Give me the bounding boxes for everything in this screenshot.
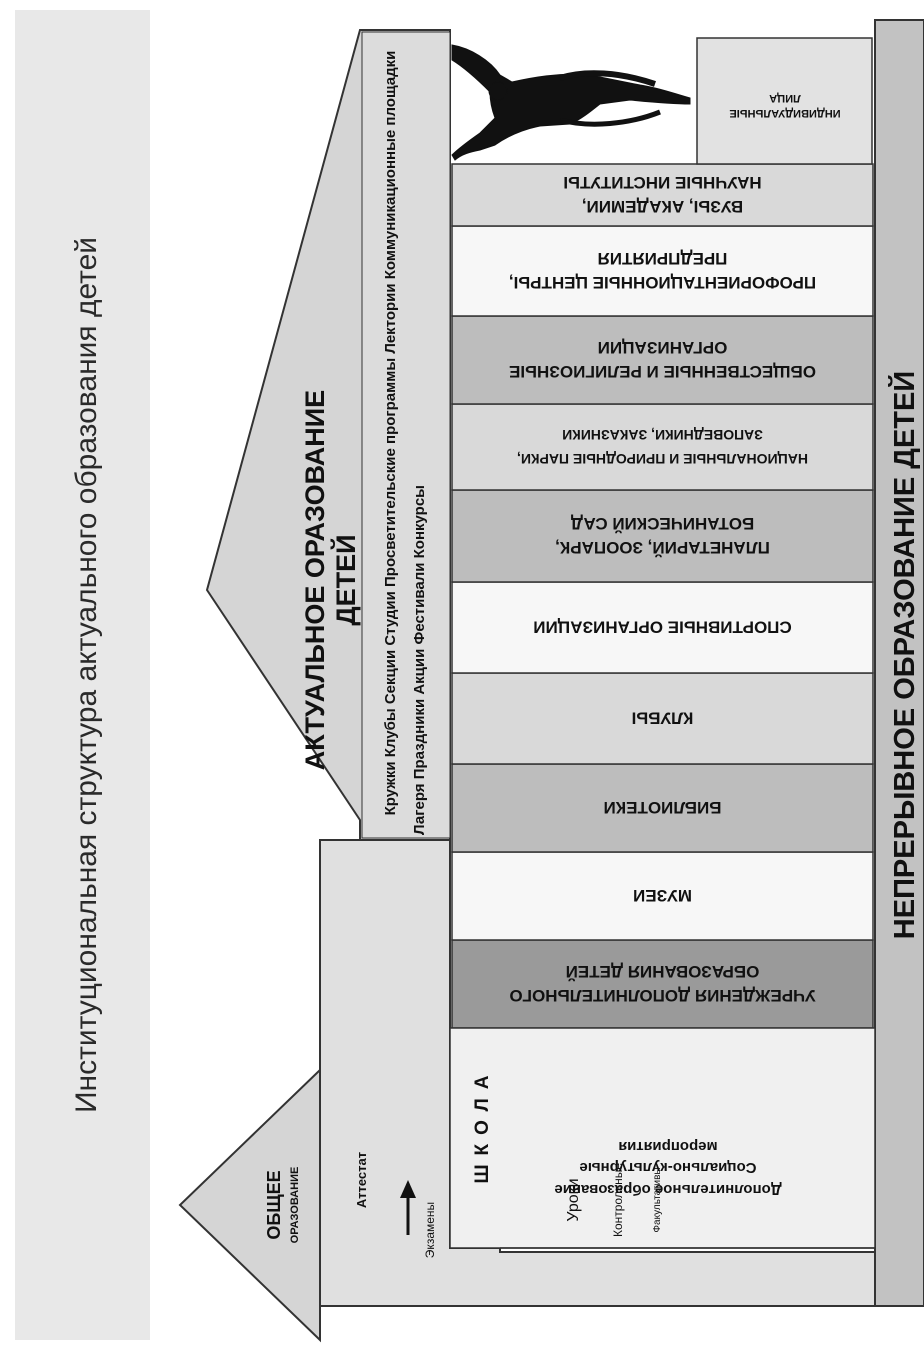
continuous-education-label: НЕПРЕРЫВНОЕ ОБРАЗОВАНИЕ ДЕТЕЙ: [887, 371, 921, 939]
institutions-group: УЧРЕЖДЕНИЯ ДОПОЛНИТЕЛЬНОГО ОБРАЗОВАНИЯ ДЕ…: [451, 163, 874, 1029]
forms-line2: Лагеря Праздники Акции Фестивали Конкурс…: [411, 485, 428, 835]
actual-education-label-line2: ДЕТЕЙ: [330, 534, 361, 625]
forms-line1: Кружки Клубы Секции Студии Просветительс…: [382, 51, 399, 816]
attestat-label: Аттестат: [354, 1152, 369, 1208]
extra-education-line2: Социально-культурные: [579, 1159, 756, 1176]
institution-label: ПРЕДПРИЯТИЯ: [598, 249, 728, 268]
institution-label: СПОРТИВНЫЕ ОРГАНИЗАЦИИ: [533, 618, 791, 637]
institution-label: БИБЛИОТЕКИ: [604, 798, 722, 817]
institution-label: ОБЩЕСТВЕННЫЕ И РЕЛИГИОЗНЫЕ: [509, 362, 816, 381]
school-label: ШКОЛА: [472, 1066, 493, 1183]
individuals-box: [696, 37, 873, 165]
institution-block: [451, 851, 874, 941]
extra-education-line3: мероприятия: [618, 1138, 717, 1155]
individuals-line2: ЛИЦА: [769, 92, 801, 104]
institution-label: КЛУБЫ: [632, 709, 694, 728]
extra-education-line1: Дополнительное образование: [554, 1181, 781, 1198]
exams-label: Экзамены: [423, 1202, 437, 1258]
diagram-title: Институциональная структура актуального …: [70, 237, 103, 1113]
atlas-figure-icon: [451, 44, 691, 161]
general-education-label-line2: ОРАЗОВАНИЕ: [289, 1167, 301, 1244]
institution-label: ЗАПОВЕДНИКИ, ЗАКАЗНИКИ: [562, 427, 763, 443]
electives-label: Факультативы: [652, 1167, 663, 1232]
institution-block: [451, 581, 874, 674]
forms-band: [361, 31, 451, 839]
institution-block: [451, 403, 874, 491]
general-education-arrow: [178, 1067, 321, 1343]
institution-label: НАУЧНЫЕ ИНСТИТУТЫ: [563, 173, 761, 192]
institution-label: ПРОФОРИЕНТАЦИОННЫЕ ЦЕНТРЫ,: [509, 273, 816, 292]
institution-label: МУЗЕИ: [633, 886, 692, 905]
institution-label: БОТАНИЧЕСКИЙ САД: [571, 514, 755, 533]
individuals-line1: ИНДИВИДУАЛЬНЫЕ: [729, 107, 840, 119]
institution-block: [451, 672, 874, 765]
tests-label: Контрольные: [611, 1163, 625, 1237]
institution-label: УЧРЕЖДЕНИЯ ДОПОЛНИТЕЛЬНОГО: [509, 986, 815, 1005]
actual-education-label-line1: АКТУАЛЬНОЕ ОРАЗОВАНИЕ: [300, 390, 330, 770]
arrow-up-icon: [400, 1180, 416, 1235]
lessons-label: Уроки: [565, 1178, 582, 1221]
institution-label: ПЛАНЕТАРИЙ, ЗООПАРК,: [555, 538, 770, 557]
institution-block: [451, 315, 874, 405]
general-education-label-line1: ОБЩЕЕ: [264, 1170, 284, 1239]
institution-label: ОБРАЗОВАНИЯ ДЕТЕЙ: [566, 962, 760, 981]
school-extra-box: [449, 1027, 876, 1249]
institution-label: ВУЗЫ, АКАДЕМИИ,: [582, 197, 743, 216]
institution-block: [451, 163, 874, 227]
continuous-education-bar: [874, 19, 924, 1307]
institution-block: [451, 939, 874, 1029]
institution-block: [451, 489, 874, 583]
institution-label: ОРГАНИЗАЦИИ: [598, 338, 728, 357]
institution-label: НАЦИОНАЛЬНЫЕ И ПРИРОДНЫЕ ПАРКИ,: [517, 451, 808, 467]
institution-block: [451, 225, 874, 317]
title-band: [15, 10, 150, 1340]
